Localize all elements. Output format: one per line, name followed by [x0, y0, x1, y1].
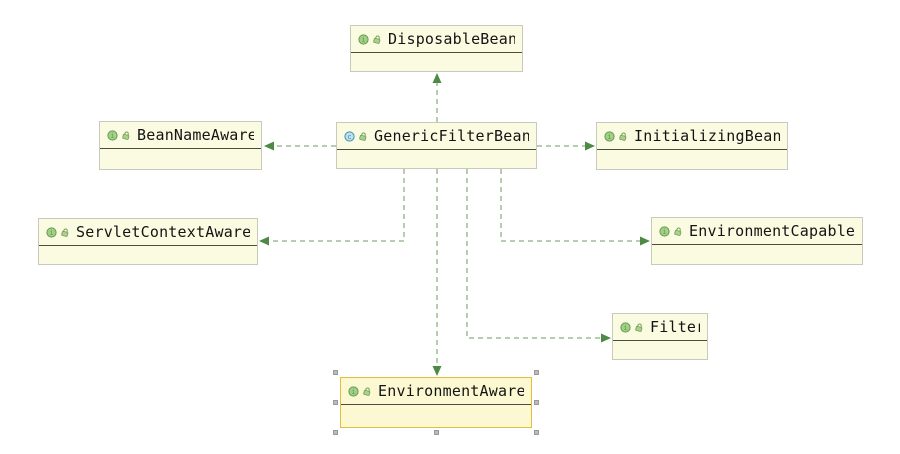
interface-node[interactable]: i Filter — [612, 313, 708, 360]
svg-text:i: i — [361, 36, 365, 44]
interface-icon: i — [659, 225, 670, 237]
node-header[interactable]: i Filter — [613, 314, 707, 341]
lock-icon — [358, 131, 368, 142]
interface-node[interactable]: i EnvironmentCapable — [651, 217, 863, 265]
node-header[interactable]: c GenericFilterBean — [337, 123, 536, 150]
node-body[interactable] — [341, 405, 531, 427]
node-label: EnvironmentCapable — [689, 222, 855, 240]
selection-handle-w[interactable] — [333, 400, 338, 405]
node-label: InitializingBean — [634, 127, 780, 145]
svg-text:i: i — [662, 228, 666, 236]
node-header[interactable]: i DisposableBean — [351, 26, 522, 53]
node-label: DisposableBean — [388, 30, 515, 48]
svg-text:i: i — [607, 133, 611, 141]
edge-line[interactable] — [466, 169, 601, 339]
interface-node[interactable]: i DisposableBean — [350, 25, 523, 72]
edge-arrowhead[interactable] — [432, 366, 442, 376]
node-body[interactable] — [351, 53, 522, 71]
node-header[interactable]: i EnvironmentAware — [341, 378, 531, 405]
edge-arrowhead[interactable] — [259, 236, 269, 246]
selection-handle-sw[interactable] — [333, 430, 338, 435]
selection-handle-e[interactable] — [534, 400, 539, 405]
edge-line[interactable] — [269, 169, 405, 242]
node-header[interactable]: i ServletContextAware — [39, 219, 257, 246]
lock-icon — [362, 386, 372, 397]
node-label: GenericFilterBean — [374, 127, 529, 145]
edge-arrowhead[interactable] — [432, 73, 442, 83]
interface-icon: i — [46, 226, 57, 238]
node-label: BeanNameAware — [137, 126, 254, 144]
interface-icon: i — [107, 129, 118, 141]
node-label: Filter — [650, 318, 700, 336]
node-header[interactable]: i InitializingBean — [597, 123, 787, 150]
node-body[interactable] — [39, 246, 257, 264]
svg-text:i: i — [623, 324, 627, 332]
node-body[interactable] — [613, 341, 707, 359]
lock-icon — [618, 131, 628, 142]
node-body[interactable] — [337, 150, 536, 168]
selection-handle-ne[interactable] — [534, 370, 539, 375]
svg-text:i: i — [351, 388, 355, 396]
edge-arrowhead[interactable] — [640, 236, 650, 246]
interface-node[interactable]: i EnvironmentAware — [340, 377, 532, 428]
class-node[interactable]: c GenericFilterBean — [336, 122, 537, 169]
node-body[interactable] — [100, 149, 261, 169]
selection-handle-s[interactable] — [433, 430, 439, 435]
edge-arrowhead[interactable] — [601, 333, 611, 343]
interface-icon: i — [620, 321, 631, 333]
svg-text:c: c — [347, 133, 351, 141]
svg-text:i: i — [110, 132, 114, 140]
node-header[interactable]: i BeanNameAware — [100, 122, 261, 149]
node-body[interactable] — [597, 150, 787, 169]
selection-handle-se[interactable] — [534, 430, 539, 435]
node-label: EnvironmentAware — [378, 382, 524, 400]
node-label: ServletContextAware — [76, 223, 250, 241]
lock-icon — [372, 34, 382, 45]
selection-handle-nw[interactable] — [333, 370, 338, 375]
edge-arrowhead[interactable] — [264, 141, 274, 151]
interface-node[interactable]: i InitializingBean — [596, 122, 788, 170]
class-icon: c — [344, 130, 355, 142]
interface-icon: i — [348, 385, 359, 397]
edge-arrowhead[interactable] — [585, 141, 595, 151]
node-header[interactable]: i EnvironmentCapable — [652, 218, 862, 245]
interface-icon: i — [604, 130, 615, 142]
node-body[interactable] — [652, 245, 862, 264]
interface-node[interactable]: i ServletContextAware — [38, 218, 258, 265]
lock-icon — [60, 227, 70, 238]
lock-icon — [673, 226, 683, 237]
svg-text:i: i — [49, 229, 53, 237]
interface-node[interactable]: i BeanNameAware — [99, 121, 262, 170]
interface-icon: i — [358, 33, 369, 45]
lock-icon — [634, 322, 644, 333]
lock-icon — [121, 130, 131, 141]
edge-line[interactable] — [500, 169, 640, 242]
